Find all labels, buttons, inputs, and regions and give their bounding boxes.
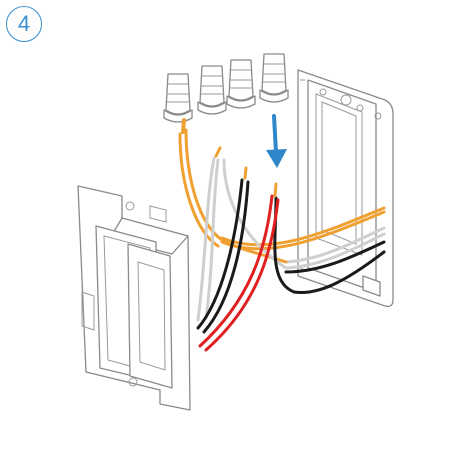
wire-nut-icon	[197, 65, 227, 115]
arrow-down-icon	[266, 114, 287, 168]
electrical-box-icon	[297, 69, 394, 308]
wire-red	[198, 194, 274, 348]
wire-white-box	[284, 226, 386, 264]
wire-black-box	[284, 240, 386, 274]
step-number-badge: 4	[6, 6, 42, 42]
wire-nut-icon	[226, 59, 256, 109]
step-number: 4	[17, 11, 31, 36]
wire-nut-icon	[259, 53, 289, 103]
wire-black	[196, 178, 244, 330]
wire-nut-icon	[163, 73, 193, 123]
light-switch-icon	[77, 185, 191, 411]
switch-wires	[178, 128, 386, 352]
wire-nuts	[163, 53, 289, 123]
wire-orange	[184, 128, 224, 242]
wire-white	[196, 156, 216, 322]
wire-tips	[181, 118, 278, 198]
